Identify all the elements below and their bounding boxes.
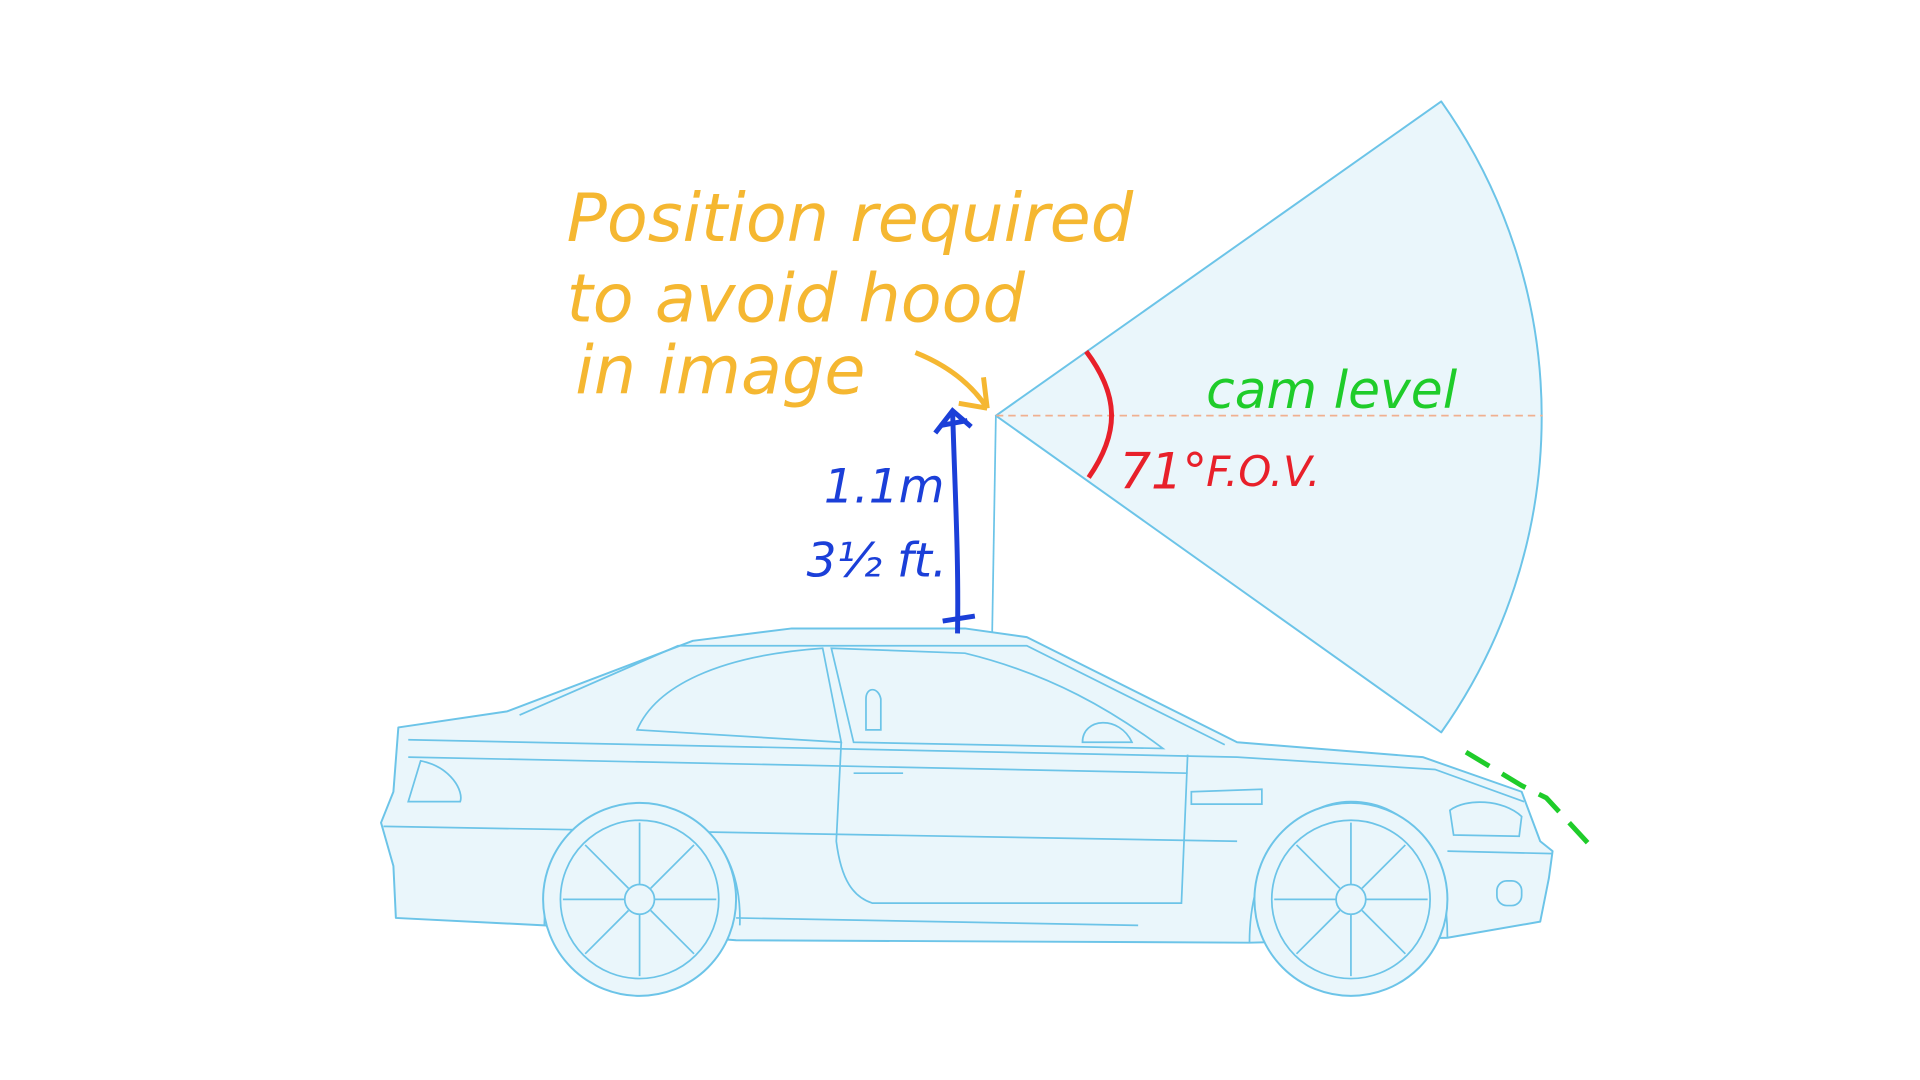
cam-level-label: cam level — [1206, 361, 1458, 421]
position-note-line-1: Position required — [567, 179, 1134, 257]
camera-mast — [991, 415, 997, 634]
fov-arc — [1084, 349, 1114, 479]
fov-angle: 71° — [1120, 443, 1208, 501]
height-imperial: 3½ ft. — [807, 533, 947, 588]
rear-wheel — [542, 801, 738, 997]
fov-label: F.O.V. — [1206, 447, 1320, 496]
position-note-line-3: in image — [575, 331, 865, 409]
height-metric: 1.1m — [824, 459, 945, 514]
front-wheel — [1253, 801, 1449, 997]
position-note-line-2: to avoid hood — [567, 260, 1026, 338]
height-arrow — [933, 407, 976, 634]
note-arrow-icon — [914, 350, 990, 411]
fov-wedge — [994, 100, 1543, 734]
